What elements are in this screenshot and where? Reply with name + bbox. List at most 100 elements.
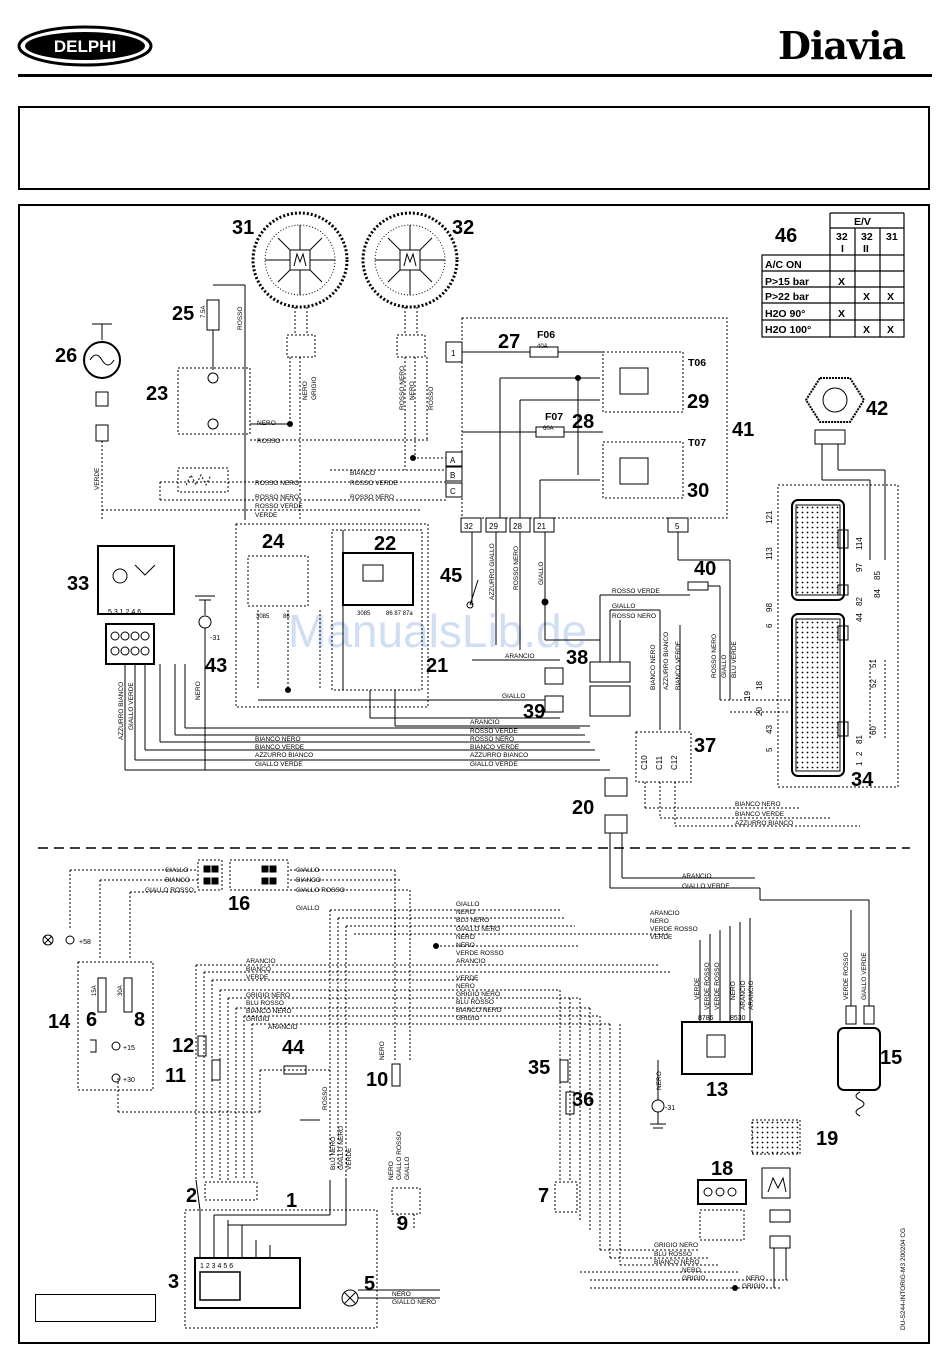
wire-verde-13b: VERDE bbox=[694, 977, 701, 1000]
wire-nero-5: NERO bbox=[392, 1291, 411, 1298]
label-7: 7 bbox=[538, 1185, 549, 1207]
wire-giallo-nero-1: GIALLO NERO bbox=[338, 1126, 345, 1170]
wire-giallo-16: GIALLO bbox=[165, 867, 188, 874]
table46-head-2: 32 bbox=[861, 231, 873, 243]
blower-19 bbox=[751, 1119, 801, 1288]
panel1-pins: 1 2 3 4 5 6 bbox=[200, 1263, 233, 1270]
wire-azzurro-bianco-37: AZZURRO BIANCO bbox=[663, 632, 670, 690]
wire-nero-19b: NERO bbox=[746, 1275, 765, 1282]
connectors-38-39 bbox=[544, 594, 690, 730]
relay-13 bbox=[681, 918, 753, 1075]
diode-40 bbox=[677, 532, 731, 700]
switch-18 bbox=[697, 1179, 747, 1241]
wire-arancio-c: ARANCIO bbox=[456, 958, 486, 965]
wire-verde-rosso-13b: VERDE ROSSO bbox=[704, 962, 711, 1010]
wire-arancio-20: ARANCIO bbox=[682, 873, 712, 880]
wire-rosso-44: ROSSO bbox=[322, 1087, 329, 1110]
header-rule bbox=[18, 74, 932, 77]
wire-azzurro-bianco-33: AZZURRO BIANCO bbox=[255, 752, 313, 759]
ecu-pin-1: 1 bbox=[855, 761, 864, 766]
wire-bianco-nero-d: BIANCO NERO bbox=[246, 1008, 292, 1015]
label-45: 45 bbox=[440, 565, 462, 587]
table46-row2: P>15 bar bbox=[765, 276, 809, 288]
table46-row5: H2O 100° bbox=[765, 324, 811, 336]
ecu-pin-52: 52 bbox=[869, 679, 878, 688]
title-box bbox=[18, 106, 930, 190]
label-5: 5 bbox=[364, 1273, 375, 1295]
label-1: 1 bbox=[286, 1190, 297, 1212]
label-9: 9 bbox=[397, 1213, 408, 1235]
ecu-pin-84: 84 bbox=[873, 589, 882, 598]
wire-giallo-16b: GIALLO bbox=[296, 867, 319, 874]
wire-arancio-13: ARANCIO bbox=[650, 910, 680, 917]
sensor-26 bbox=[83, 323, 121, 520]
wire-giallo-verde-38: GIALLO VERDE bbox=[470, 761, 518, 768]
wire-grigio-19b: GRIGIO bbox=[742, 1283, 765, 1290]
wire-azzurro-bianco-v: AZZURRO BIANCO bbox=[118, 682, 125, 740]
wire-giallo-38: GIALLO bbox=[612, 603, 635, 610]
label-8: 8 bbox=[134, 1009, 145, 1031]
ecu-pin-6: 6 bbox=[765, 623, 774, 628]
table46-r2c1: X bbox=[838, 276, 845, 288]
diodes-group bbox=[197, 1035, 575, 1121]
wire-nero-32: NERO bbox=[409, 381, 416, 400]
wire-giallo-nero-5: GIALLO NERO bbox=[392, 1299, 436, 1306]
label-3: 3 bbox=[168, 1271, 179, 1293]
wire-bianco-verde-37: BIANCO VERDE bbox=[675, 640, 682, 690]
table46-row1: A/C ON bbox=[765, 259, 802, 271]
wire-arancio-e: ARANCIO bbox=[268, 1024, 298, 1031]
label-6: 6 bbox=[86, 1009, 97, 1031]
wire-bianco-nero-37: BIANCO NERO bbox=[650, 644, 657, 690]
wire-bianco: BIANCO bbox=[350, 470, 375, 477]
drawing-code: DU-S244-INTORIG-M3 200204 CG bbox=[900, 1228, 907, 1330]
connector-7 bbox=[554, 1181, 578, 1213]
label-23: 23 bbox=[146, 383, 168, 405]
wire-bianco-16b: BIANCO bbox=[296, 877, 321, 884]
wire-arancio-13b: ARANCIO bbox=[740, 980, 747, 1010]
wire-bianco-verde-37b: BIANCO VERDE bbox=[735, 811, 785, 818]
lamp-5 bbox=[341, 1289, 440, 1307]
wire-rosso-nero-41: ROSSO NERO bbox=[513, 546, 520, 590]
wire-giallo-rosso-9: GIALLO ROSSO bbox=[396, 1131, 403, 1180]
fuse-8-rating: 30A bbox=[118, 985, 124, 996]
box41-pin-21: 21 bbox=[537, 522, 546, 531]
box41-pin-c: C bbox=[450, 487, 456, 496]
connector-37 bbox=[635, 731, 860, 827]
wire-bianco-nero-37b: BIANCO NERO bbox=[735, 801, 781, 808]
wire-giallo-39: GIALLO bbox=[502, 693, 525, 700]
wire-rosso-nero-ecu: ROSSO NERO bbox=[711, 634, 718, 678]
table46-r4c1: X bbox=[838, 308, 845, 320]
ecu-pin-82: 82 bbox=[855, 597, 864, 606]
box41-pin-b: B bbox=[450, 471, 455, 480]
table46-r3c3: X bbox=[887, 291, 894, 303]
ecu-pin-numbers: 121 113 114 97 85 84 82 44 98 6 18 19 20… bbox=[743, 510, 882, 766]
fuse-25-rating: 7.5A bbox=[201, 306, 207, 318]
lower-harness-upper-half bbox=[125, 532, 610, 771]
wire-arancio-d: ARANCIO bbox=[246, 958, 276, 965]
fuse-f07-name: F07 bbox=[545, 411, 563, 423]
fuse-25 bbox=[206, 284, 246, 520]
relay-t07-label: T07 bbox=[688, 437, 706, 449]
fuse-f06-rating: 40A bbox=[537, 344, 548, 350]
wire-rosso-nero-c: ROSSO NERO bbox=[350, 494, 394, 501]
wire-giallo-rosso-16: GIALLO ROSSO bbox=[145, 887, 194, 894]
wire-azzurro-bianco-38: AZZURRO BIANCO bbox=[470, 752, 528, 759]
wire-nero-10: NERO bbox=[379, 1041, 386, 1060]
wire-rosso-nero-32: ROSSO NERO bbox=[399, 366, 406, 410]
delphi-logo-text: DELPHI bbox=[54, 37, 116, 56]
wire-rosso-nero-a: ROSSO NERO bbox=[255, 480, 299, 487]
label-43: 43 bbox=[205, 655, 227, 677]
label-19: 19 bbox=[816, 1128, 838, 1150]
fuse-ratings: 40A 60A 7.5A 15A 30A 1 A B C 32 29 28 21… bbox=[79, 306, 746, 1270]
wire-nero-23: NERO bbox=[257, 420, 276, 427]
ground-31-label: -31 bbox=[665, 1105, 675, 1112]
relay13-pins-a: 8786 bbox=[698, 1015, 714, 1022]
table46-sub-1: I bbox=[841, 243, 844, 255]
box41-pin-1: 1 bbox=[451, 349, 456, 358]
conn37-c12: C12 bbox=[670, 755, 679, 770]
table46-sub-2: II bbox=[863, 243, 869, 255]
table46-head-3: 31 bbox=[886, 231, 898, 243]
fan-31 bbox=[251, 211, 349, 358]
connector-16 bbox=[197, 859, 289, 891]
relay24-pin86: 86 bbox=[283, 614, 290, 620]
